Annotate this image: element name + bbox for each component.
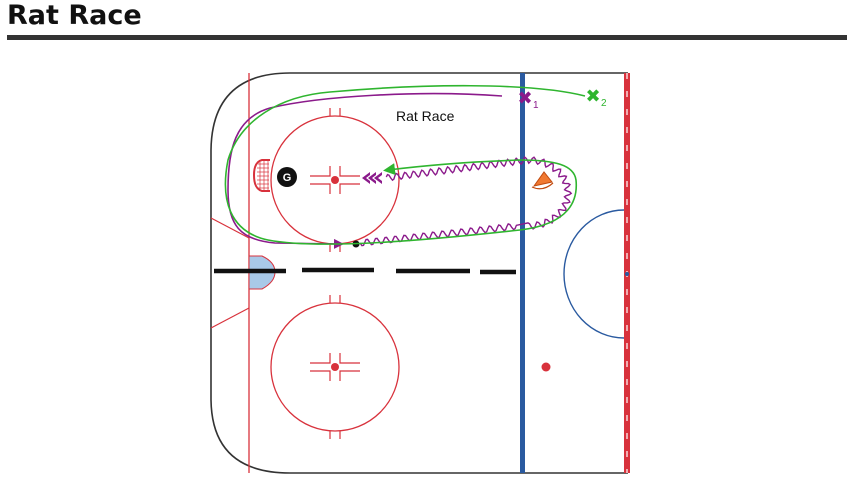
player1-skate-path <box>227 92 503 249</box>
rink-boards <box>210 72 628 474</box>
neutral-zone-dot <box>541 362 551 372</box>
player1-stickhandle-path <box>359 156 573 247</box>
page-title: Rat Race <box>7 0 142 31</box>
svg-text:✖: ✖ <box>517 88 532 109</box>
blue-line <box>520 73 525 473</box>
player1-marker: ✖ 1 <box>517 88 539 111</box>
player2-marker: ✖ 2 <box>585 86 607 109</box>
svg-text:1: 1 <box>533 100 539 111</box>
svg-text:2: 2 <box>601 98 607 109</box>
diagram-title: Rat Race <box>396 108 455 124</box>
shot-arrow-icon <box>362 172 382 184</box>
svg-text:G: G <box>283 172 292 184</box>
player2-skate-path <box>224 84 586 245</box>
svg-text:✖: ✖ <box>585 86 600 107</box>
net-icon <box>252 159 270 192</box>
faceoff-circle-lower <box>270 295 400 439</box>
goalie-icon: G <box>277 167 297 187</box>
heading-divider <box>7 35 847 40</box>
cone-icon <box>531 171 554 190</box>
dashed-pass-line <box>214 267 516 275</box>
center-circle <box>563 209 625 339</box>
